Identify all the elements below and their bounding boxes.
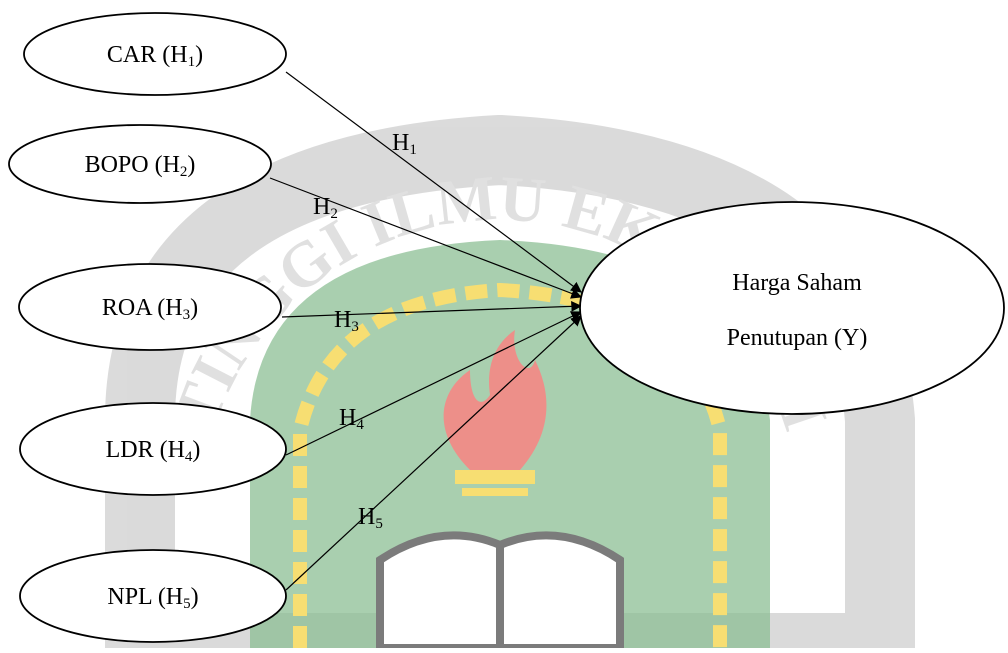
- node-ldr: LDR (H4): [19, 402, 287, 496]
- edge-label-h1: H1: [392, 130, 417, 158]
- arrow-bopo-to-y: [269, 177, 583, 299]
- node-target-line1: Harga Saham: [732, 270, 862, 296]
- logo-chain-ring: [293, 282, 727, 648]
- node-roa: ROA (H3): [18, 263, 282, 351]
- edge-label-h4: H4: [339, 405, 364, 433]
- node-npl: NPL (H5): [19, 549, 287, 643]
- node-car-ellipse: [23, 12, 287, 96]
- node-ldr-ellipse: [19, 402, 287, 496]
- node-target-line2: Penutupan (Y): [727, 325, 868, 351]
- node-target-ellipse: [579, 201, 1005, 415]
- arrow-car-to-y: [285, 71, 582, 293]
- arrow-npl-to-y: [285, 315, 582, 591]
- node-ldr-label: LDR (H4): [106, 437, 201, 465]
- logo-torch-flame: [443, 330, 547, 470]
- node-roa-label: ROA (H3): [102, 295, 198, 323]
- edge-label-h5: H5: [358, 504, 383, 532]
- node-bopo-ellipse: [8, 124, 272, 204]
- arrow-roa-to-y: [281, 300, 583, 318]
- arrow-ldr-to-y: [285, 311, 582, 456]
- node-bopo: BOPO (H2): [8, 124, 272, 204]
- logo-torch-base-2: [462, 488, 528, 496]
- hypothesis-arrows: [269, 71, 583, 591]
- edge-label-h3: H3: [334, 307, 359, 335]
- node-target-y: Harga Saham Penutupan (Y): [579, 201, 1005, 415]
- node-roa-ellipse: [18, 263, 282, 351]
- node-car: CAR (H1): [23, 12, 287, 96]
- edge-label-h2: H2: [313, 194, 338, 222]
- node-bopo-label: BOPO (H2): [85, 152, 196, 180]
- node-npl-ellipse: [19, 549, 287, 643]
- node-car-label: CAR (H1): [107, 42, 203, 70]
- logo-torch-base: [455, 470, 535, 484]
